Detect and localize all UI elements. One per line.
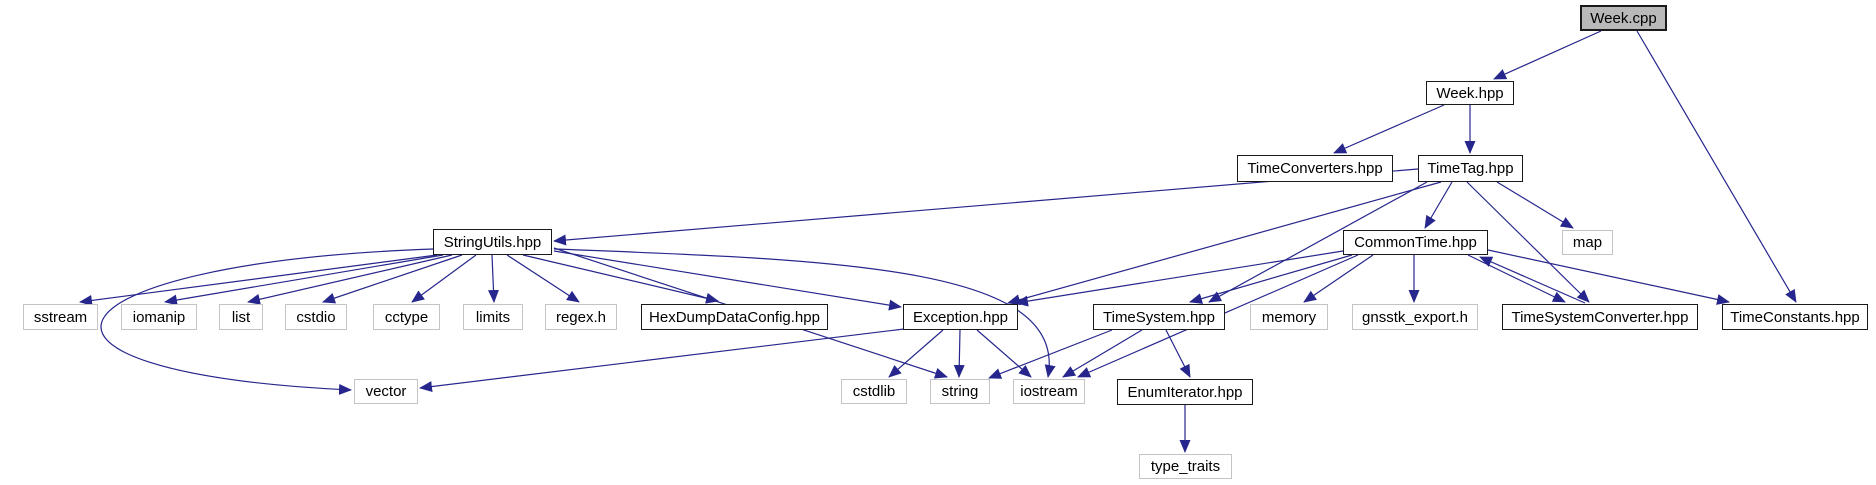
node-timesystem[interactable]: TimeSystem.hpp (1093, 304, 1225, 330)
node-cctype[interactable]: cctype (373, 304, 440, 330)
edge-stringutils-iostream (553, 248, 1056, 378)
node-cstdlib[interactable]: cstdlib (841, 379, 907, 404)
edge-timesystem-enumiterator (1165, 329, 1191, 378)
node-label-vector: vector (365, 383, 407, 400)
node-label-timeconverters: TimeConverters.hpp (1247, 160, 1383, 177)
edge-stringutils-list (247, 254, 453, 305)
edge-exception-string (953, 329, 965, 378)
node-label-tsconverter: TimeSystemConverter.hpp (1511, 308, 1689, 326)
edge-timetag-map (1496, 181, 1574, 229)
node-label-week_hpp: Week.hpp (1436, 84, 1504, 102)
node-limits[interactable]: limits (463, 304, 523, 330)
node-label-timetag: TimeTag.hpp (1427, 160, 1514, 177)
node-regexh[interactable]: regex.h (545, 304, 617, 330)
node-iomanip[interactable]: iomanip (121, 304, 197, 330)
node-label-exception: Exception.hpp (912, 308, 1009, 326)
node-label-regexh: regex.h (555, 308, 607, 326)
node-gnsstk_export[interactable]: gnsstk_export.h (1352, 304, 1478, 330)
node-label-cstdlib: cstdlib (852, 383, 896, 400)
node-week_cpp[interactable]: Week.cpp (1580, 5, 1667, 31)
node-timetag[interactable]: TimeTag.hpp (1418, 155, 1523, 182)
node-type_traits[interactable]: type_traits (1139, 454, 1232, 479)
node-label-gnsstk_export: gnsstk_export.h (1362, 308, 1468, 326)
node-label-list: list (231, 308, 251, 326)
node-label-enumiterator: EnumIterator.hpp (1127, 383, 1243, 401)
node-label-map: map (1572, 234, 1603, 251)
node-label-string: string (941, 383, 979, 400)
node-label-limits: limits (475, 308, 511, 326)
edge-week_hpp-timeconverters (1333, 104, 1445, 154)
edge-commontime-exception (1015, 250, 1344, 307)
node-list[interactable]: list (219, 304, 263, 330)
node-label-iomanip: iomanip (132, 308, 186, 326)
node-timeconverters[interactable]: TimeConverters.hpp (1237, 155, 1393, 182)
edge-timetag-exception (1007, 181, 1442, 306)
edge-week_cpp-week_hpp (1493, 30, 1602, 80)
node-label-commontime: CommonTime.hpp (1354, 234, 1477, 251)
node-sstream[interactable]: sstream (23, 304, 98, 330)
edge-timetag-commontime (1424, 181, 1453, 229)
edge-stringutils-vector (100, 248, 434, 395)
node-label-hexdump: HexDumpDataConfig.hpp (649, 308, 820, 326)
node-iostream[interactable]: iostream (1013, 379, 1085, 404)
edge-stringutils-cctype (411, 254, 477, 303)
edge-week_cpp-timeconstants (1636, 30, 1797, 303)
node-enumiterator[interactable]: EnumIterator.hpp (1117, 379, 1253, 405)
node-week_hpp[interactable]: Week.hpp (1426, 81, 1514, 105)
edge-commontime-memory (1303, 254, 1374, 303)
node-hexdump[interactable]: HexDumpDataConfig.hpp (641, 304, 828, 330)
node-map[interactable]: map (1562, 230, 1613, 255)
edge-stringutils-cstdio (322, 254, 463, 304)
node-label-sstream: sstream (33, 308, 88, 326)
node-stringutils[interactable]: StringUtils.hpp (433, 229, 552, 255)
edge-stringutils-sstream (79, 254, 438, 306)
node-label-cctype: cctype (384, 308, 429, 326)
edge-timesystem-string (988, 329, 1113, 379)
node-memory[interactable]: memory (1250, 304, 1328, 330)
edge-timesystem-iostream (1062, 329, 1143, 378)
node-label-memory: memory (1261, 308, 1317, 326)
node-tsconverter[interactable]: TimeSystemConverter.hpp (1502, 304, 1698, 330)
node-label-timesystem: TimeSystem.hpp (1103, 308, 1215, 326)
edge-timetag-timesystem (1208, 181, 1428, 303)
node-label-stringutils: StringUtils.hpp (443, 233, 542, 251)
node-label-iostream: iostream (1020, 383, 1078, 400)
edge-timetag-tsconverter (1466, 181, 1590, 303)
edge-stringutils-limits (487, 254, 499, 303)
node-vector[interactable]: vector (354, 379, 418, 404)
edge-tsconverter-commontime (1479, 256, 1586, 304)
node-label-cstdio: cstdio (296, 308, 336, 326)
node-label-timeconstants: TimeConstants.hpp (1730, 308, 1860, 326)
edge-exception-vector (419, 328, 905, 393)
edge-stringutils-hexdump (522, 254, 719, 304)
node-commontime[interactable]: CommonTime.hpp (1343, 230, 1488, 255)
edge-stringutils-regexh (506, 254, 580, 303)
node-label-type_traits: type_traits (1150, 458, 1221, 475)
edge-commontime-timeconstants (1487, 249, 1730, 305)
node-string[interactable]: string (930, 379, 990, 404)
node-timeconstants[interactable]: TimeConstants.hpp (1722, 304, 1868, 330)
edge-stringutils-exception (553, 250, 902, 311)
node-cstdio[interactable]: cstdio (285, 304, 347, 330)
edge-commontime-timesystem (1189, 254, 1353, 304)
edge-exception-iostream (976, 329, 1032, 378)
edge-commontime-tsconverter (1467, 254, 1566, 303)
node-label-week_cpp: Week.cpp (1590, 9, 1657, 27)
node-exception[interactable]: Exception.hpp (903, 304, 1018, 330)
edge-exception-cstdlib (888, 329, 944, 378)
edge-stringutils-iomanip (164, 254, 444, 306)
